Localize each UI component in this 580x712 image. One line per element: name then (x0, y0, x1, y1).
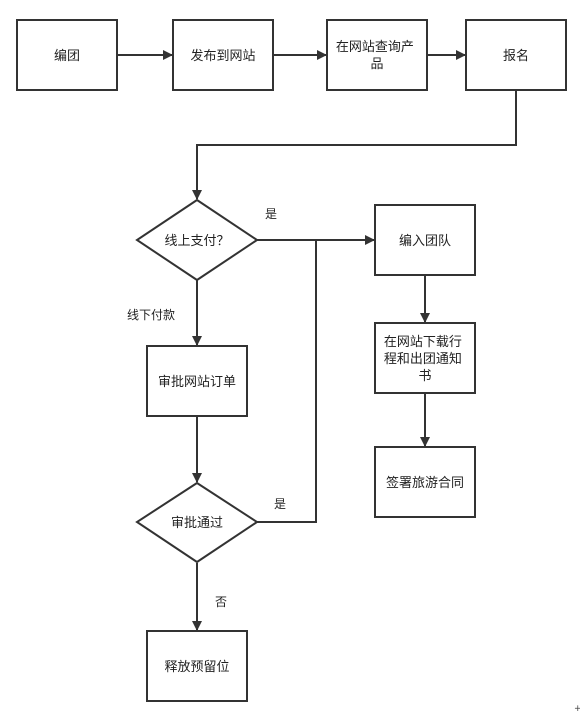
node-query-label-line2: 品 (370, 57, 383, 72)
corner-mark: + (574, 704, 580, 712)
node-contract-label: 签署旅游合同 (386, 475, 464, 491)
node-release-label: 释放预留位 (164, 660, 229, 675)
svg-text:线上支付？: 线上支付？ (164, 234, 229, 249)
node-publish: 发布到网站 (172, 19, 274, 91)
svg-text:报名: 报名 (503, 48, 529, 64)
node-review: 审批网站订单 (146, 345, 248, 417)
node-approved-decision: 审批通过 (135, 481, 259, 564)
node-approved-label: 审批通过 (171, 516, 223, 531)
edge-label-offline-payment: 线下付款 (127, 308, 175, 322)
node-contract: 签署旅游合同 (374, 446, 476, 518)
svg-text:释放预留位: 释放预留位 (164, 660, 229, 675)
svg-text:审批网站订单: 审批网站订单 (158, 375, 236, 390)
node-publish-label: 发布到网站 (190, 48, 255, 64)
node-signup-label: 报名 (503, 48, 529, 64)
node-download-label-line2: 程和出团通知 (384, 351, 462, 367)
svg-text:发布到网站: 发布到网站 (190, 48, 255, 64)
node-jointeam: 编入团队 (374, 204, 476, 276)
node-biantuan: 编团 (16, 19, 118, 91)
edge-label-yes-approved: 是 (274, 497, 286, 511)
node-download-label-line1: 在网站下载行 (384, 335, 462, 350)
edge-label-yes-online: 是 (265, 207, 277, 221)
svg-text:编入团队: 编入团队 (399, 234, 451, 249)
node-biantuan-label: 编团 (54, 49, 80, 64)
edge-label-no: 否 (215, 595, 227, 609)
svg-text:编团: 编团 (54, 49, 80, 64)
node-release: 释放预留位 (146, 630, 248, 702)
svg-text:在网站下载行 程和出团通知 书: 在网站下载行 程和出团通知 书 (384, 335, 466, 384)
node-query-label-line1: 在网站查询产 (336, 40, 414, 55)
node-onlinepay-label: 线上支付？ (164, 234, 229, 249)
node-onlinepay-decision: 线上支付？ (135, 198, 259, 282)
svg-text:签署旅游合同: 签署旅游合同 (386, 475, 464, 491)
edge-approved-to-jointeam (257, 240, 317, 523)
edge-signup-to-onlinepay (192, 90, 517, 200)
edges (117, 50, 517, 631)
node-download-label-line3: 书 (418, 369, 431, 384)
svg-text:审批通过: 审批通过 (171, 516, 223, 531)
node-signup: 报名 (465, 19, 567, 91)
node-jointeam-label: 编入团队 (399, 234, 451, 249)
svg-text:在网站查询产 品: 在网站查询产 品 (336, 40, 418, 72)
node-download: 在网站下载行 程和出团通知 书 (374, 322, 476, 394)
node-query: 在网站查询产 品 (326, 19, 428, 91)
node-review-label: 审批网站订单 (158, 375, 236, 390)
